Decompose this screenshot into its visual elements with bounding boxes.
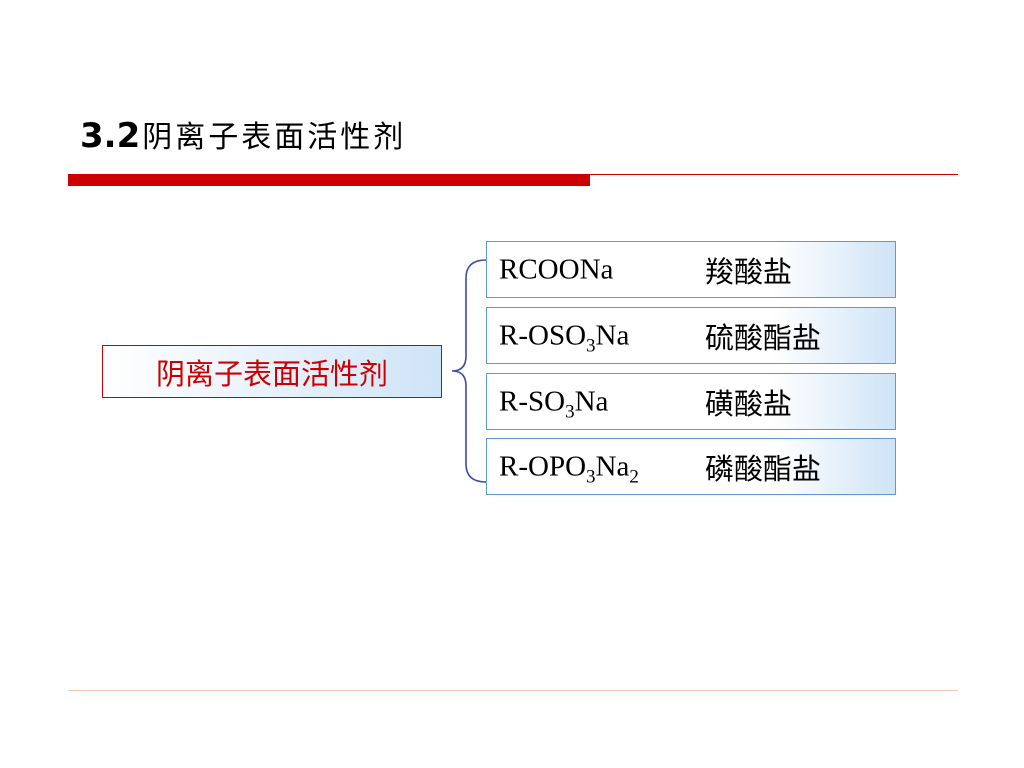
child-node: R-SO3Na 磺酸盐 <box>486 373 896 430</box>
child-name: 磷酸酯盐 <box>705 451 822 486</box>
brace-connector <box>451 259 487 483</box>
formula-text: Na <box>574 385 609 417</box>
child-formula: R-SO3Na <box>499 385 609 421</box>
child-node: R-OPO3Na2 磷酸酯盐 <box>486 438 896 495</box>
formula-subscript: 3 <box>586 335 596 356</box>
child-formula: R-OPO3Na2 <box>499 450 639 486</box>
footer-rule <box>68 690 958 691</box>
slide-title: 3.2 阴离子表面活性剂 <box>80 112 406 160</box>
child-node: R-OSO3Na 硫酸酯盐 <box>486 307 896 364</box>
root-node-label: 阴离子表面活性剂 <box>155 356 388 391</box>
root-node: 阴离子表面活性剂 <box>102 345 442 398</box>
child-name: 羧酸盐 <box>705 254 793 289</box>
formula-text: Na <box>595 450 630 482</box>
formula-text: R-OPO <box>499 450 587 482</box>
formula-text: R-OSO <box>499 319 587 351</box>
child-formula: RCOONa <box>499 253 613 286</box>
child-name: 磺酸盐 <box>705 386 793 421</box>
title-rule-thin <box>590 174 958 175</box>
child-node: RCOONa 羧酸盐 <box>486 241 896 298</box>
formula-text: R-SO <box>499 385 566 417</box>
brace-path <box>451 259 487 483</box>
title-rule-thick <box>68 174 590 186</box>
title-text: 阴离子表面活性剂 <box>142 120 407 155</box>
formula-text: RCOONa <box>499 253 614 285</box>
title-number: 3.2 <box>80 116 141 156</box>
formula-subscript: 3 <box>565 401 575 422</box>
child-name: 硫酸酯盐 <box>705 320 822 355</box>
formula-subscript: 2 <box>629 466 639 487</box>
child-formula: R-OSO3Na <box>499 319 630 355</box>
formula-text: Na <box>595 319 630 351</box>
formula-subscript: 3 <box>586 466 596 487</box>
